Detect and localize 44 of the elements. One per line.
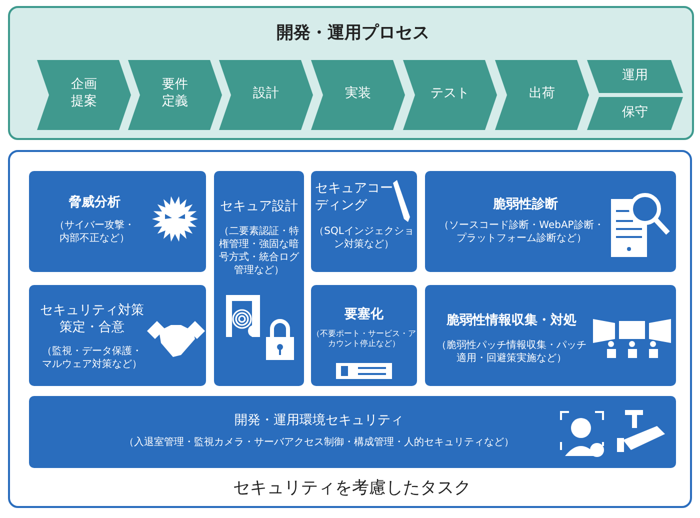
step-label: 保守 (621, 105, 649, 122)
chevron-step (495, 60, 589, 130)
card-title: 要塞化 (344, 307, 384, 324)
chevron-step (403, 60, 497, 130)
chevron-step (128, 60, 222, 130)
task-panel (8, 150, 692, 508)
card-title: セキュリティ対策策定・合意 (39, 303, 145, 337)
card-note: （サイバー攻撃・内部不正など） (54, 219, 136, 245)
task-card (29, 396, 676, 468)
task-card (311, 171, 417, 272)
chevron-step (587, 60, 683, 93)
step-label: 設計 (252, 86, 280, 103)
task-card (425, 285, 676, 386)
panel-title: セキュリティを考慮したタスク (232, 477, 472, 500)
step-label: 企画提案 (70, 77, 98, 111)
card-title: セキュアコーディング (315, 181, 394, 215)
card-note: （不要ポート・サービス・アカウント停止など） (312, 329, 416, 350)
step-label: 運用 (621, 68, 649, 85)
task-card (29, 171, 206, 272)
step-label: 要件定義 (161, 77, 189, 111)
chevron-step (219, 60, 313, 130)
card-note: （ソースコード診断・WebAP診断・プラットフォーム診断など） (438, 219, 605, 245)
task-card (311, 285, 417, 386)
panel-title: 開発・運用プロセス (276, 22, 430, 44)
card-note: （入退室管理・監視カメラ・サーバアクセス制御・構成管理・人的セキュリティなど） (123, 436, 515, 449)
card-note: （監視・データ保護・マルウェア対策など） (41, 345, 143, 371)
chevron-step (311, 60, 405, 130)
card-title: 開発・運用環境セキュリティ (234, 413, 404, 430)
task-card (425, 171, 676, 272)
card-title: 脆弱性診断 (492, 197, 559, 214)
task-card (214, 171, 304, 386)
step-label: テスト (430, 86, 470, 103)
chevron-step (587, 97, 683, 130)
card-note: （脆弱性パッチ情報収集・パッチ適用・回避策実施など） (436, 339, 586, 365)
step-label: 出荷 (528, 86, 556, 103)
card-title: 脅威分析 (68, 195, 122, 212)
step-label: 実装 (344, 86, 372, 103)
process-panel (8, 6, 694, 140)
card-title: セキュア設計 (219, 199, 299, 216)
card-note: （SQLインジェクション対策など） (313, 225, 415, 251)
card-title: 脆弱性情報収集・対処 (446, 313, 578, 330)
chevron-step (37, 60, 131, 130)
card-note: （二要素認証・特権管理・強固な暗号方式・統合ログ管理など） (218, 225, 300, 277)
task-card (29, 285, 206, 386)
